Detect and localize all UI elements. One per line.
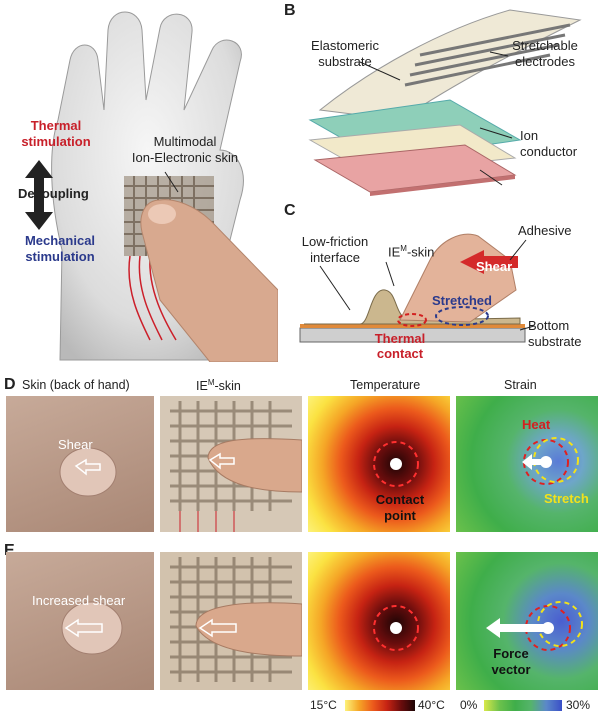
- panel-letter-c: C: [284, 202, 296, 219]
- low-friction-interface-label: Low-friction interface: [301, 234, 369, 265]
- col-strain-label: Strain: [504, 378, 537, 392]
- e-strain-map: [456, 552, 598, 690]
- d-shear-label: Shear: [58, 437, 93, 452]
- strain-min-label: 0%: [460, 698, 478, 712]
- stretched-label: Stretched: [432, 293, 492, 308]
- col-ieskin-prefix: IE: [196, 379, 208, 394]
- d-skin-photo: [6, 396, 154, 532]
- ie-skin-sup: M: [400, 244, 407, 253]
- strain-colorbar: [484, 700, 562, 711]
- col-ieskin-post: -skin: [214, 379, 241, 394]
- adhesive-label: Adhesive: [518, 223, 572, 238]
- thermal-contact-label: Thermal contact: [374, 331, 426, 361]
- layer-stack-illustration: [308, 9, 582, 196]
- elastomeric-substrate-label: Elastomeric substrate: [311, 38, 379, 69]
- d-heat-label: Heat: [522, 417, 551, 432]
- d-stretch-label: Stretch: [544, 491, 589, 506]
- panel-letter-e: E: [4, 542, 15, 559]
- bottom-substrate-label: Bottom substrate: [528, 318, 582, 349]
- stretchable-electrodes-label: Stretchable electrodes: [512, 38, 578, 69]
- ie-skin-suffix: -skin: [406, 244, 435, 260]
- col-temperature-label: Temperature: [350, 378, 421, 392]
- e-ieskin-photo: [160, 552, 302, 690]
- thermal-stimulation-label: Thermal stimulation: [21, 118, 91, 149]
- d-temperature-map: [308, 396, 450, 532]
- d-ieskin-photo: [160, 396, 302, 532]
- col-ieskin-label: IEM-skin: [196, 378, 241, 393]
- multimodal-skin-label: Multimodal Ion-Electronic skin: [131, 134, 239, 165]
- ion-conductor-label: Ion conductor: [520, 128, 578, 159]
- ie-skin-prefix: IE: [388, 244, 401, 260]
- e-force-vector-label: Force vector: [491, 646, 531, 677]
- panel-letter-d: D: [4, 376, 16, 393]
- shear-arrow-label: Shear: [476, 259, 513, 274]
- strain-max-label: 30%: [566, 698, 591, 712]
- temp-max-label: 40°C: [418, 698, 445, 712]
- e-temperature-map: [308, 552, 450, 690]
- decoupling-label: Decoupling: [18, 186, 89, 201]
- mechanical-stimulation-label: Mechanical stimulation: [24, 233, 96, 264]
- glove-illustration: [0, 0, 278, 362]
- col-skin-label: Skin (back of hand): [22, 378, 130, 392]
- ie-skin-label: IEM-skin: [388, 242, 434, 259]
- panel-letter-b: B: [284, 2, 296, 19]
- e-skin-photo: [6, 552, 154, 690]
- col-ieskin-sup: M: [207, 378, 215, 387]
- e-increased-shear-label: Increased shear: [32, 593, 126, 608]
- temperature-colorbar: [345, 700, 415, 711]
- d-contact-point-label: Contact point: [375, 492, 425, 523]
- temp-min-label: 15°C: [310, 698, 337, 712]
- d-strain-map: [456, 396, 598, 532]
- shear-contact-diagram: [299, 233, 535, 343]
